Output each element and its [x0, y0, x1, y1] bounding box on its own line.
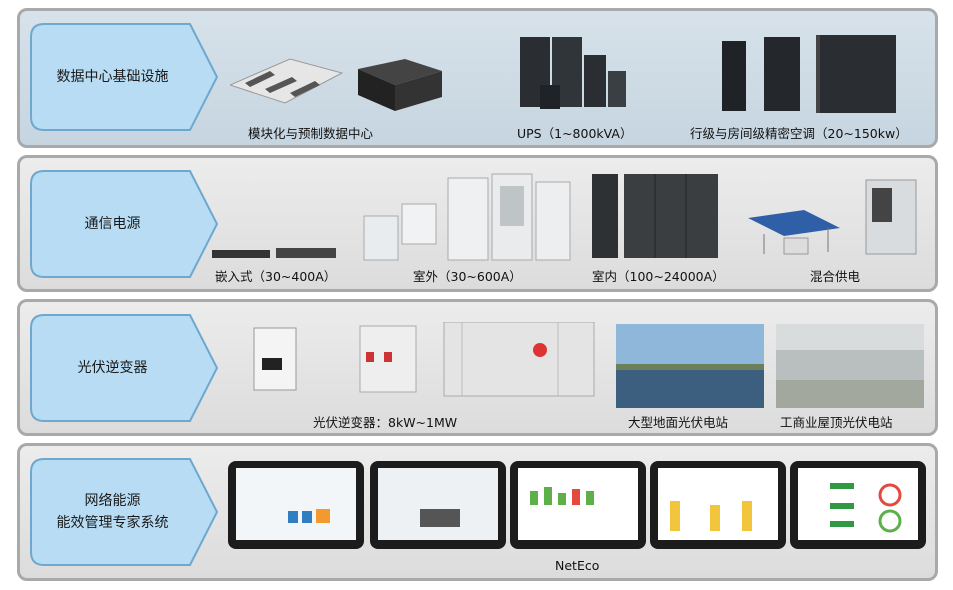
- section-label-text-line1: 网络能源: [84, 493, 141, 509]
- caption-rooftop-pv-station: 工商业屋顶光伏电站: [780, 415, 893, 430]
- ups-image: [520, 35, 630, 119]
- hybrid-power-image: [744, 176, 924, 260]
- neteco-screen-3: [510, 461, 646, 553]
- section-pv-inverter: 光伏逆变器 光伏逆变器：8kW~1MW 大型地面光伏电站 工商业屋顶光伏电站: [17, 299, 938, 436]
- caption-ground-pv-station: 大型地面光伏电站: [628, 415, 729, 430]
- section-neteco: 网络能源 能效管理专家系统 NetEco: [17, 443, 938, 581]
- modular-datacenter-image: [228, 53, 450, 117]
- caption-indoor: 室内（100~24000A）: [592, 269, 725, 284]
- caption-precision-air-conditioner: 行级与房间级精密空调（20~150kw）: [690, 126, 908, 141]
- pv-inverter-image: [248, 321, 608, 404]
- neteco-screen-2: [370, 461, 506, 553]
- caption-neteco: NetEco: [555, 558, 600, 573]
- section-datacenter-infrastructure: 数据中心基础设施 模块化与预制数据中心 UPS（1~800kVA） 行级与房间级…: [17, 8, 938, 148]
- neteco-screen-1: [228, 461, 364, 553]
- caption-hybrid: 混合供电: [810, 269, 861, 284]
- section-label-text: 数据中心基础设施: [56, 69, 169, 85]
- neteco-screen-4: [650, 461, 786, 553]
- outdoor-power-image: [362, 172, 572, 266]
- section-telecom-power: 通信电源 嵌入式（30~400A） 室外（30~600A） 室内（100~240…: [17, 155, 938, 292]
- indoor-power-image: [592, 172, 722, 264]
- section-label-text-line2: 能效管理专家系统: [56, 515, 169, 531]
- ground-pv-station-image: [616, 324, 764, 412]
- section-label: 光伏逆变器: [30, 314, 218, 422]
- section-label: 数据中心基础设施: [30, 23, 218, 131]
- caption-pv-inverter: 光伏逆变器：8kW~1MW: [313, 415, 458, 430]
- embedded-power-image: [212, 246, 342, 266]
- caption-outdoor: 室外（30~600A）: [413, 269, 522, 284]
- caption-modular-datacenter: 模块化与预制数据中心: [248, 126, 374, 141]
- section-label: 通信电源: [30, 170, 218, 278]
- caption-ups: UPS（1~800kVA）: [517, 126, 633, 141]
- section-label: 网络能源 能效管理专家系统: [30, 458, 218, 566]
- caption-embedded: 嵌入式（30~400A）: [215, 269, 337, 284]
- precision-air-conditioner-image: [720, 33, 900, 119]
- rooftop-pv-station-image: [776, 324, 924, 412]
- neteco-screen-5: [790, 461, 926, 553]
- section-label-text: 光伏逆变器: [77, 360, 148, 376]
- section-label-text: 通信电源: [84, 216, 141, 232]
